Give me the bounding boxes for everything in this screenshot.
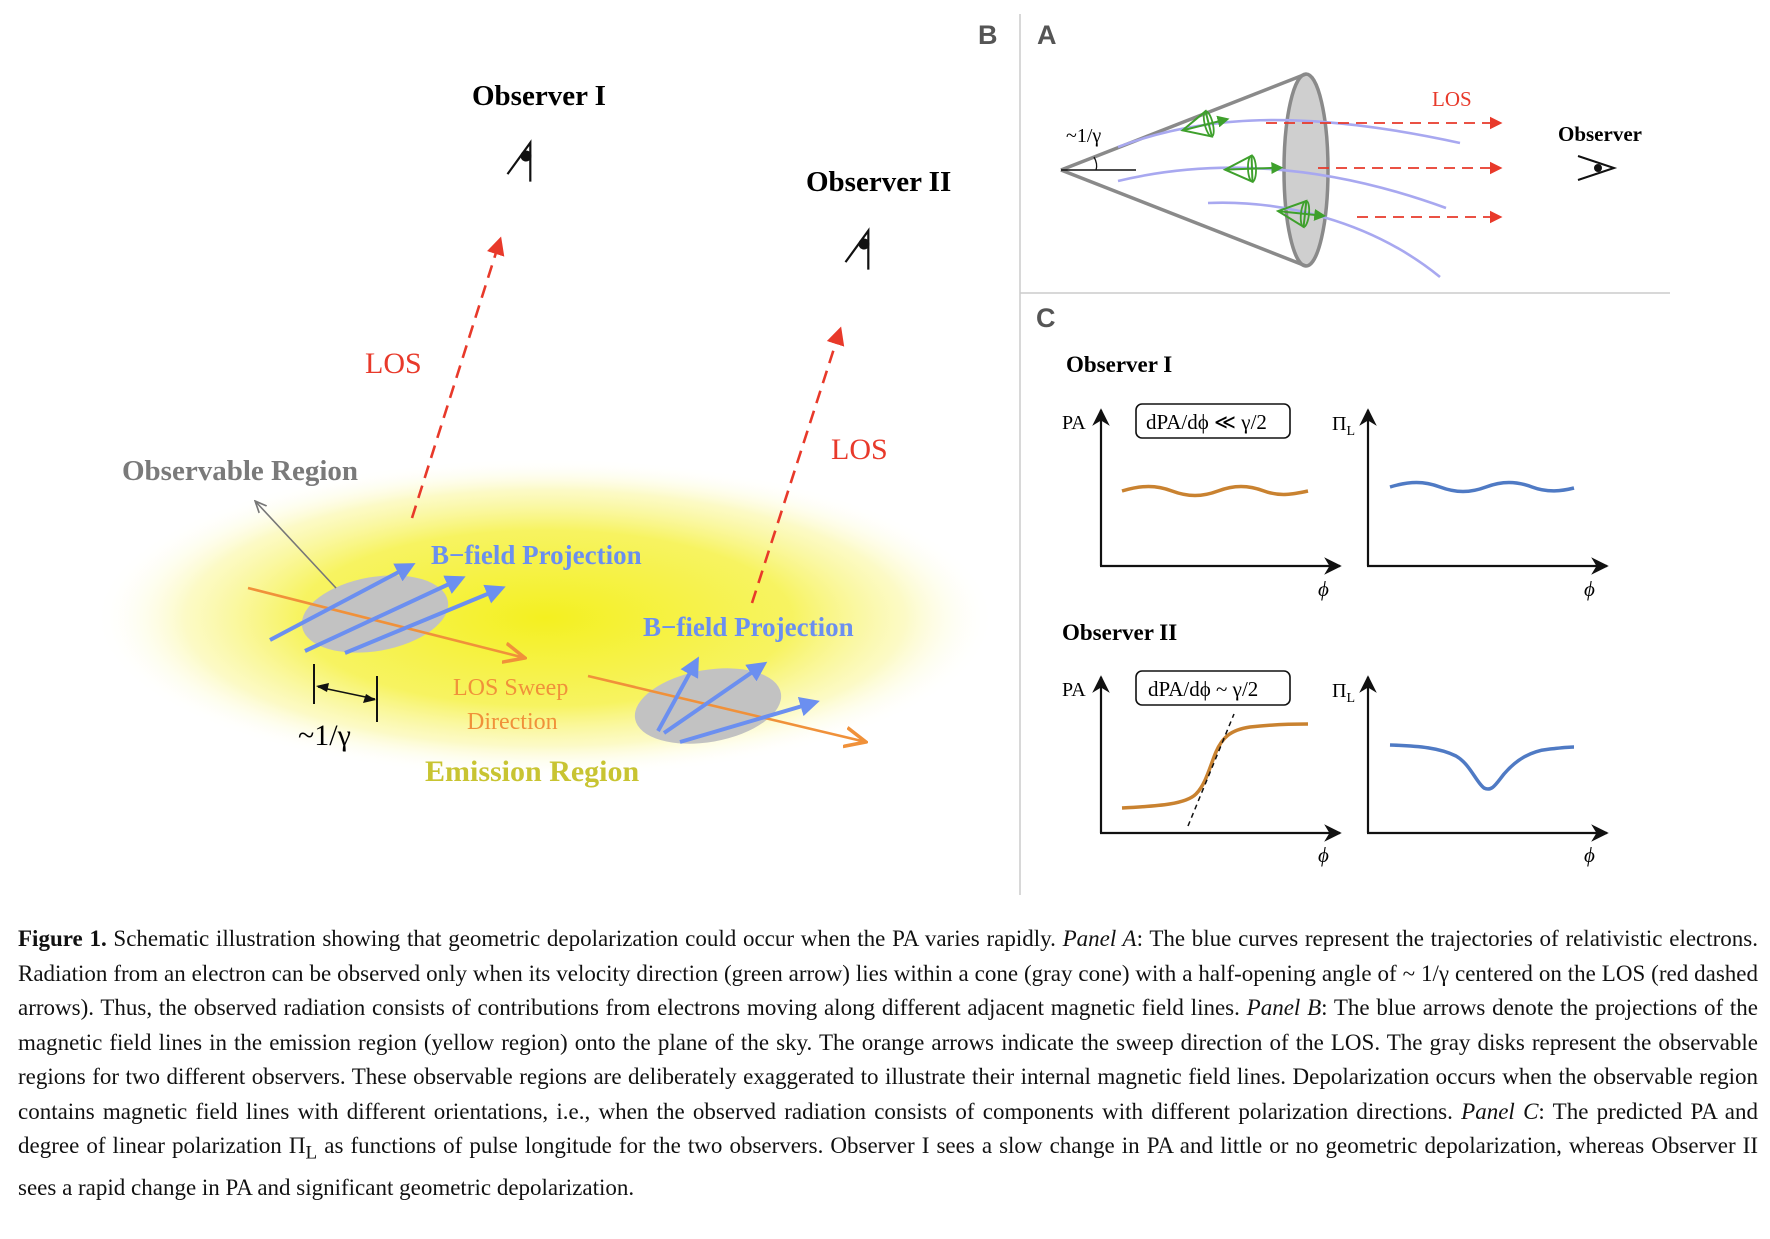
- panel-c-observer-1-title: Observer I: [1066, 352, 1172, 377]
- velocity-arrow-2: [1222, 154, 1284, 184]
- o1-pa-curve: [1121, 484, 1309, 498]
- panel-c: C Observer I PA dPA/dϕ ≪ γ/2 ΠL ϕ ϕ Obse…: [1036, 303, 1609, 867]
- caption-panel-a-text: : The blue curves represent the trajecto…: [18, 926, 1758, 1020]
- bfield-arrow-5: [662, 661, 768, 735]
- panel-c-o2-box: [1135, 670, 1291, 706]
- angle-bracket-arrowhead-left: [316, 683, 329, 692]
- panel-c-o2-box-text: dPA/dϕ ~ γ/2: [1148, 677, 1258, 701]
- angle-bracket-arrowhead-right: [363, 694, 376, 703]
- angle-label: ~1/γ: [298, 719, 351, 752]
- cone-edge-bottom: [1060, 168, 1307, 268]
- trajectory-1: [1117, 118, 1461, 149]
- figure-caption: Figure 1. Schematic illustration showing…: [18, 922, 1758, 1206]
- panel-a-los-label: LOS: [1432, 87, 1472, 111]
- panel-c-o1-box: [1135, 403, 1291, 439]
- caption-intro: Schematic illustration showing that geom…: [106, 926, 1063, 951]
- velocity-arrow-3: [1275, 199, 1327, 229]
- caption-panel-c-text-a: : The predicted PA and degree of linear …: [18, 1098, 1759, 1159]
- observer-2-label: Observer II: [806, 166, 951, 198]
- caption-panel-c-ref: Panel C: [1461, 1098, 1539, 1124]
- panel-a-observer-label: Observer: [1558, 122, 1642, 146]
- los-sweep-label-2: Direction: [467, 709, 558, 735]
- bfield-arrow-1: [269, 563, 416, 642]
- o2-pa-curve: [1121, 722, 1309, 810]
- caption-panel-c-text-b: as functions of pulse longitude for the …: [18, 1133, 1758, 1201]
- trajectory-2: [1117, 166, 1447, 210]
- o2-pi-x-label: ϕ: [1584, 843, 1595, 867]
- bfield-arrow-3: [344, 584, 506, 655]
- bfield-arrow-6: [679, 696, 820, 744]
- bfield-arrow-2: [304, 575, 466, 653]
- panel-c-observer-2-title: Observer II: [1062, 620, 1177, 645]
- bfield-label-1: B−field Projection: [431, 540, 642, 570]
- observable-region-pointer: [256, 502, 337, 589]
- panel-b-letter: B: [978, 20, 998, 50]
- cone-angle-arc: [1093, 156, 1098, 171]
- velocity-arrow-1: [1180, 109, 1230, 138]
- los-sweep-arrow-1: [247, 586, 525, 658]
- panel-a-letter: A: [1037, 20, 1057, 50]
- cone-edge-top: [1060, 72, 1307, 172]
- los-sweep-arrow-2: [587, 674, 866, 742]
- los-label-1: LOS: [365, 347, 422, 380]
- eye-icon-observer-1: [506, 139, 532, 182]
- eye-icon-panel-a: [1577, 155, 1618, 181]
- panel-c-o1-pa-label: PA: [1062, 412, 1086, 434]
- o1-pi-x-label: ϕ: [1584, 577, 1595, 601]
- bfield-arrow-4: [656, 656, 699, 732]
- panel-c-o2-pi-label: ΠL: [1332, 680, 1355, 706]
- panel-c-o1-pi-label: ΠL: [1332, 413, 1355, 439]
- los-arrow-2: [750, 326, 845, 604]
- eye-icon-observer-2: [844, 227, 870, 270]
- los-arrow-1: [410, 236, 505, 519]
- caption-figure-label: Figure 1.: [18, 926, 107, 951]
- caption-pi-subscript: L: [305, 1142, 318, 1164]
- caption-panel-a-ref: Panel A: [1062, 926, 1137, 951]
- panel-c-o2-pa-label: PA: [1062, 679, 1086, 701]
- caption-panel-b-text: : The blue arrows denote the projections…: [18, 995, 1759, 1124]
- panel-a-angle-label: ~1/γ: [1066, 125, 1101, 147]
- o2-pa-tangent: [1187, 713, 1235, 827]
- figure-1: B: [95, 14, 1670, 895]
- o1-pa-x-label: ϕ: [1318, 577, 1329, 601]
- panel-c-letter: C: [1036, 303, 1056, 333]
- panel-b: B: [95, 20, 998, 788]
- observable-region-label: Observable Region: [122, 455, 358, 487]
- caption-panel-b-ref: Panel B: [1246, 995, 1322, 1020]
- emission-region-label: Emission Region: [425, 755, 640, 788]
- observer-1-label: Observer I: [472, 80, 606, 112]
- los-label-2: LOS: [831, 433, 888, 466]
- panel-c-o1-box-text: dPA/dϕ ≪ γ/2: [1146, 410, 1267, 434]
- panel-a: A: [1037, 20, 1642, 279]
- los-sweep-label-1: LOS Sweep: [453, 675, 568, 701]
- o2-pa-x-label: ϕ: [1318, 843, 1329, 867]
- o2-pi-curve: [1389, 743, 1575, 791]
- o1-pi-curve: [1389, 480, 1575, 494]
- bfield-label-2: B−field Projection: [643, 612, 854, 642]
